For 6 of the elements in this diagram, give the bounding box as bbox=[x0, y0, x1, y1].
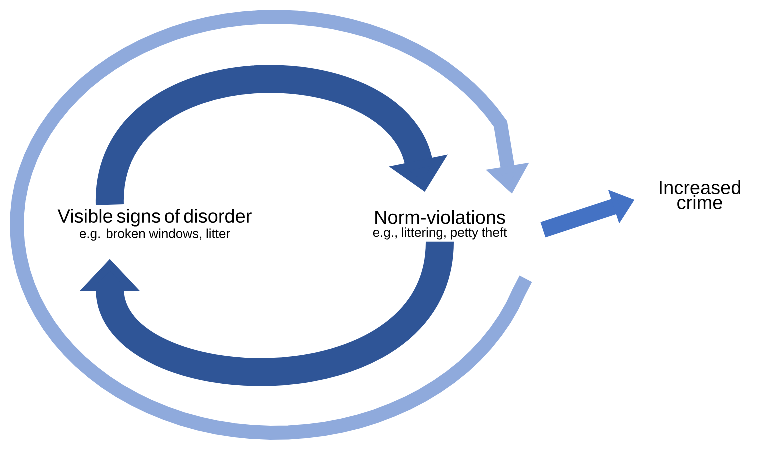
node-text: Visible signs of disorder e.g. broken windows, litter bbox=[58, 209, 252, 241]
node-text: Norm-violations e.g., littering, petty theft bbox=[373, 210, 508, 240]
arrow bbox=[96, 66, 448, 207]
node-text: Increased crime bbox=[660, 180, 740, 210]
arrow bbox=[10, 10, 532, 440]
arrow bbox=[80, 240, 454, 386]
